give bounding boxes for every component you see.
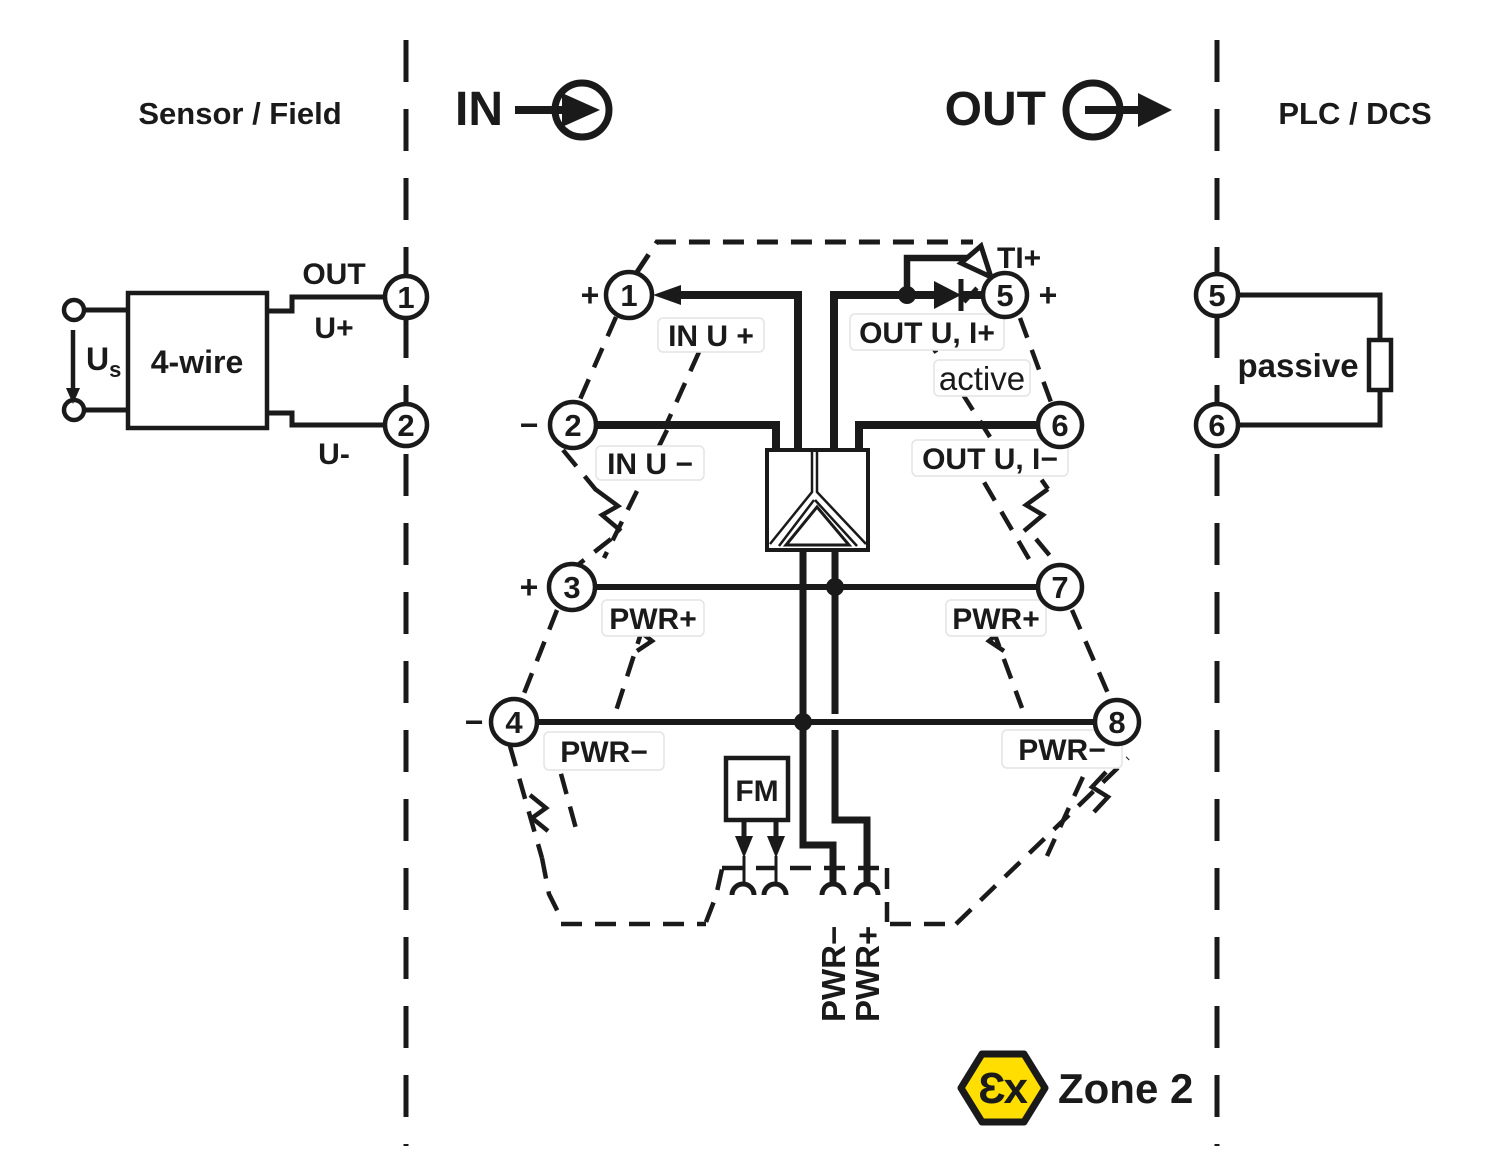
fm-block: FM <box>723 755 791 884</box>
sensor-out-label: OUT <box>302 258 365 291</box>
plc-block: passive <box>1217 292 1394 428</box>
svg-text:2: 2 <box>564 408 581 443</box>
svg-text:5: 5 <box>996 278 1013 313</box>
svg-text:6: 6 <box>1051 408 1068 443</box>
in-u-minus-label: IN U − <box>607 448 693 481</box>
sign-terminal-5: + <box>1039 277 1058 313</box>
isolation-amplifier-symbol <box>765 448 870 552</box>
sensor-terminal-bottom <box>61 397 87 423</box>
four-wire-box <box>125 290 270 431</box>
sign-terminal-3: + <box>520 569 539 605</box>
zone-separators <box>403 40 1220 1146</box>
pwr-minus-right-label: PWR− <box>1018 734 1106 767</box>
in-title: IN <box>455 83 503 136</box>
fm-label: FM <box>735 775 778 808</box>
device-terminal-6: 6 <box>1035 400 1085 450</box>
zone-label: Zone 2 <box>1058 1065 1193 1112</box>
sensor-u-minus-label: U- <box>318 438 350 471</box>
sign-terminal-1: + <box>581 277 600 313</box>
svg-text:3: 3 <box>563 570 580 605</box>
device-terminal-7: 7 <box>1035 562 1085 612</box>
junction-dot-pwr-minus <box>794 713 812 731</box>
svg-text:5: 5 <box>1208 278 1225 313</box>
four-wire-label: 4-wire <box>151 344 243 380</box>
pwr-plus-left-label: PWR+ <box>609 603 697 636</box>
pwr-minus-left-label: PWR− <box>560 736 648 769</box>
device-terminal-1: 1 <box>603 269 655 321</box>
field-terminal-2: 2 <box>382 401 430 449</box>
sign-terminal-4: − <box>465 704 484 740</box>
junction-dot-pwr-plus <box>826 578 844 596</box>
device-terminal-3: 3 <box>546 561 598 613</box>
field-terminal-1: 1 <box>382 273 430 321</box>
svg-text:2: 2 <box>397 408 414 443</box>
svg-text:1: 1 <box>397 280 414 315</box>
supply-voltage-arrow-icon <box>66 330 80 404</box>
ex-zone-badge: Ɛx Zone 2 <box>957 1050 1193 1126</box>
plc-terminal-5: 5 <box>1193 271 1241 319</box>
terminals: 1 2 1 2 3 4 5 6 <box>382 269 1241 748</box>
sensor-u-plus-label: U+ <box>314 312 353 345</box>
plc-dcs-title: PLC / DCS <box>1278 96 1431 131</box>
ex-symbol: Ɛx <box>978 1064 1029 1113</box>
pwr-plus-right-label: PWR+ <box>952 603 1040 636</box>
bottom-pwr-minus-label: PWR− <box>815 926 852 1022</box>
diode-icon <box>934 279 964 311</box>
sensor-field-title: Sensor / Field <box>138 96 341 131</box>
supply-voltage-label: Us <box>86 341 121 382</box>
header-row: Sensor / Field IN OUT PLC / DCS <box>138 79 1432 141</box>
device-terminal-4: 4 <box>488 696 540 748</box>
device-terminal-8: 8 <box>1092 697 1142 747</box>
ti-plus-label: TI+ <box>997 242 1041 275</box>
plug-sockets <box>729 881 881 896</box>
bottom-pwr-plus-label: PWR+ <box>849 926 886 1022</box>
device-wiring: FM <box>514 241 1117 896</box>
active-label: active <box>939 360 1025 397</box>
svg-text:1: 1 <box>620 278 637 313</box>
plc-terminal-6: 6 <box>1193 401 1241 449</box>
svg-text:8: 8 <box>1108 705 1125 740</box>
in-direction-icon <box>515 79 613 141</box>
sensor-block: Us 4-wire OUT U+ U- <box>61 258 406 471</box>
sensor-terminal-top <box>61 297 87 323</box>
junction-dot-out <box>898 286 916 304</box>
svg-text:7: 7 <box>1051 570 1068 605</box>
device-terminal-2: 2 <box>547 399 599 451</box>
in-u-plus-label: IN U + <box>668 320 754 353</box>
ex-hexagon-icon <box>957 1050 1049 1126</box>
ti-open-arrow-icon <box>956 241 996 282</box>
svg-text:6: 6 <box>1208 408 1225 443</box>
out-u-i-minus-label: OUT U, I− <box>922 443 1058 476</box>
sign-terminal-2: − <box>520 407 539 443</box>
connector-outline <box>507 239 1130 927</box>
passive-load-resistor <box>1366 337 1394 393</box>
device-terminal-5: 5 <box>980 270 1030 320</box>
signal-labels: + − + − + IN U + IN U − OUT U, I+ OUT U,… <box>465 242 1106 1022</box>
out-title: OUT <box>945 83 1046 136</box>
svg-text:4: 4 <box>505 705 523 740</box>
label-backgrounds <box>543 313 1123 771</box>
passive-label: passive <box>1237 347 1358 384</box>
out-u-i-plus-label: OUT U, I+ <box>859 317 995 350</box>
out-direction-icon <box>1062 79 1172 141</box>
